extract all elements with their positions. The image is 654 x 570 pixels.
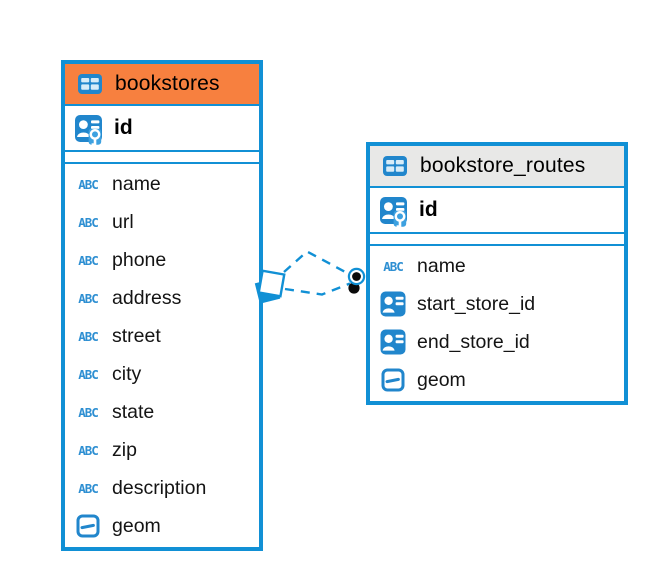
column-row-geom[interactable]: geom [370, 361, 624, 399]
text-type-icon: ABC [78, 176, 99, 192]
column-label: url [112, 210, 134, 233]
relationship-line-2[interactable] [284, 282, 351, 296]
geometry-type-icon [377, 368, 409, 392]
text-type-icon: ABC [383, 258, 404, 274]
table-bookstores-header[interactable]: bookstores [65, 64, 259, 106]
geometry-type-icon [72, 514, 104, 538]
column-label: state [112, 400, 155, 423]
table-bookstore-routes[interactable]: bookstore_routes id [366, 142, 628, 405]
column-row-phone[interactable]: ABC phone [65, 241, 259, 279]
column-label: city [112, 362, 142, 385]
column-label: geom [112, 514, 161, 537]
primary-key-icon [72, 106, 106, 150]
table-icon [379, 155, 411, 177]
table-icon [74, 73, 106, 95]
column-row-end-store-id[interactable]: end_store_id [370, 323, 624, 361]
column-row-city[interactable]: ABC city [65, 355, 259, 393]
column-row-state[interactable]: ABC state [65, 393, 259, 431]
text-type-icon: ABC [78, 366, 99, 382]
table-bookstore-routes-header[interactable]: bookstore_routes [370, 146, 624, 188]
reference-type-icon [377, 291, 409, 317]
relationship-source-handle[interactable] [254, 269, 286, 304]
reference-type-icon [377, 329, 409, 355]
primary-key-icon [377, 188, 411, 232]
text-type-icon: ABC [78, 328, 99, 344]
table-bookstores[interactable]: bookstores id ABC [61, 60, 263, 551]
text-type-icon: ABC [78, 404, 99, 420]
pk-row-id[interactable]: id [65, 106, 259, 152]
text-type-icon: ABC [78, 442, 99, 458]
column-row-address[interactable]: ABC address [65, 279, 259, 317]
section-divider [65, 152, 259, 164]
columns-section: ABC name start_store_id [370, 246, 624, 401]
foreign-key-connector[interactable] [240, 230, 380, 320]
column-label: street [112, 324, 161, 347]
column-row-geom[interactable]: geom [65, 507, 259, 545]
column-row-zip[interactable]: ABC zip [65, 431, 259, 469]
column-row-name[interactable]: ABC name [65, 165, 259, 203]
table-title: bookstore_routes [420, 154, 586, 177]
column-label: geom [417, 368, 466, 391]
column-row-start-store-id[interactable]: start_store_id [370, 285, 624, 323]
relationship-target-handle[interactable] [347, 267, 366, 294]
column-label: end_store_id [417, 330, 530, 353]
column-label: name [112, 172, 161, 195]
column-label: address [112, 286, 182, 309]
pk-row-id[interactable]: id [370, 188, 624, 234]
text-type-icon: ABC [78, 252, 99, 268]
column-row-description[interactable]: ABC description [65, 469, 259, 507]
column-label: name [417, 254, 466, 277]
column-row-street[interactable]: ABC street [65, 317, 259, 355]
column-label: zip [112, 438, 137, 461]
column-row-url[interactable]: ABC url [65, 203, 259, 241]
columns-section: ABC name ABC url ABC phone ABC address A… [65, 164, 259, 547]
pk-column-label: id [419, 198, 438, 221]
text-type-icon: ABC [78, 290, 99, 306]
column-row-name[interactable]: ABC name [370, 247, 624, 285]
column-label: phone [112, 248, 167, 271]
text-type-icon: ABC [78, 214, 99, 230]
column-label: description [112, 476, 207, 499]
relationship-line-1[interactable] [283, 250, 351, 276]
text-type-icon: ABC [78, 480, 99, 496]
pk-column-label: id [114, 116, 133, 139]
column-label: start_store_id [417, 292, 536, 315]
table-title: bookstores [115, 72, 220, 95]
section-divider [370, 234, 624, 246]
